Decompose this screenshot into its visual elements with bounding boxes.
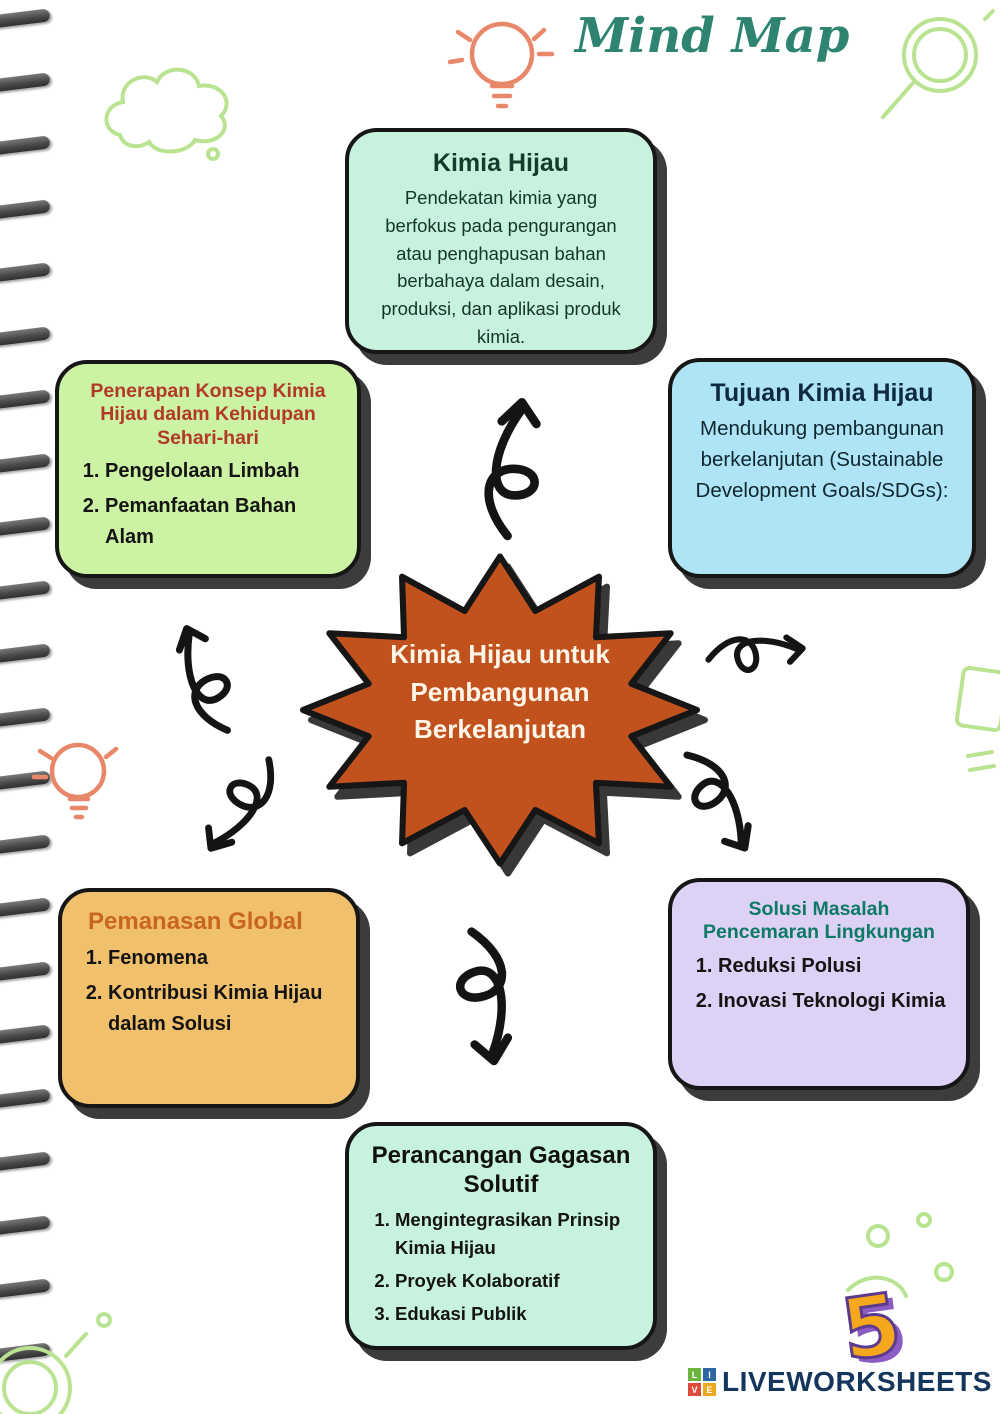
starburst-shape [300,553,700,867]
logo-tile: I [703,1368,716,1381]
node-title: Solusi Masalah Pencemaran Lingkungan [703,898,935,944]
node-solusi-masalah: Solusi Masalah Pencemaran Lingkungan Red… [668,878,970,1090]
node-title: Tujuan Kimia Hijau [710,379,934,407]
spiral-ring [0,8,51,29]
list-item: Fenomena [108,943,336,974]
spiral-ring [0,135,51,156]
spiral-ring [0,71,51,93]
list-item: Pemanfaatan Bahan Alam [105,491,337,553]
arrow-to-top [439,350,594,556]
spiral-ring [0,833,51,855]
arrow-to-left-bottom [136,716,330,912]
spiral-ring [0,516,51,537]
spiral-ring [0,262,51,283]
corner-doodle-icon [0,1268,130,1414]
liveworksheets-tiles-icon: L I V E [688,1368,716,1396]
arrow-to-bottom [408,914,562,1110]
logo-tile: L [688,1368,701,1381]
node-penerapan-konsep: Penerapan Konsep Kimia Hijau dalam Kehid… [55,360,361,578]
list-item: Inovasi Teknologi Kimia [718,986,946,1017]
list-item: Mengintegrasikan Prinsip Kimia Hijau [395,1206,633,1263]
node-tujuan: Tujuan Kimia Hijau Mendukung pembangunan… [668,358,976,578]
spiral-ring [0,897,51,918]
spiral-ring [0,1214,51,1236]
node-title: Pemanasan Global [88,908,303,935]
central-line: Kimia Hijau untuk [390,639,610,669]
node-title: Perancangan Gagasan Solutif [371,1142,631,1198]
spiral-ring [0,389,51,410]
central-line: Pembangunan [410,676,590,707]
list-item: Pengelolaan Limbah [105,456,337,487]
list-item: Reduksi Polusi [718,951,946,982]
page-title: Mind Map [575,8,850,64]
square-doodle-icon [952,660,1000,790]
list-item: Proyek Kolaboratif [395,1267,633,1296]
brand-text: LIVEWORKSHEETS [722,1366,992,1397]
spiral-ring [0,643,51,664]
cloud-doodle-icon [95,50,245,170]
spiral-ring [0,579,51,601]
list-item: Kontribusi Kimia Hijau dalam Solusi [108,978,336,1040]
spiral-ring [0,325,51,347]
liveworksheets-logo[interactable]: L I V E LIVEWORKSHEETS [688,1366,992,1398]
spiral-ring [0,960,51,982]
circles-doodle-icon [828,1180,968,1320]
node-body: Pendekatan kimia yang berfokus pada peng… [381,187,621,347]
node-body: Mendukung pembangunan berkelanjutan (Sus… [695,417,949,502]
node-title: Kimia Hijau [432,149,570,177]
spiral-ring [0,1151,51,1172]
spiral-ring [0,1024,51,1045]
logo-tile: E [703,1383,716,1396]
lightbulb-doodle-icon [20,715,130,835]
node-kimia-hijau: Kimia Hijau Pendekatan kimia yang berfok… [345,128,657,354]
spiral-ring [0,198,51,220]
node-perancangan-gagasan: Perancangan Gagasan Solutif Mengintegras… [345,1122,657,1350]
spiral-ring [0,452,51,474]
spiral-binding [0,0,70,1414]
spiral-ring [0,1087,51,1109]
central-node-text: Kimia Hijau untuk Pembangunan Berkelanju… [370,636,630,749]
node-list: Reduksi Polusi Inovasi Teknologi Kimia [692,951,946,1017]
node-list: Mengintegrasikan Prinsip Kimia Hijau Pro… [369,1206,633,1329]
lightbulb-doodle-icon [440,2,570,120]
logo-tile: V [688,1383,701,1396]
central-line: Berkelanjutan [414,714,586,745]
node-list: Fenomena Kontribusi Kimia Hijau dalam So… [82,943,336,1040]
node-pemanasan-global: Pemanasan Global Fenomena Kontribusi Kim… [58,888,360,1108]
magnifier-doodle-icon [855,5,1000,135]
arrow-to-right-bottom [627,714,819,911]
arrow-to-left-top [118,575,287,759]
central-node: Kimia Hijau untuk Pembangunan Berkelanju… [298,548,702,872]
list-item: Edukasi Publik [395,1300,633,1329]
node-list: Pengelolaan Limbah Pemanfaatan Bahan Ala… [79,456,337,553]
arrow-to-right-top [697,583,838,724]
node-title: Penerapan Konsep Kimia Hijau dalam Kehid… [90,380,326,449]
